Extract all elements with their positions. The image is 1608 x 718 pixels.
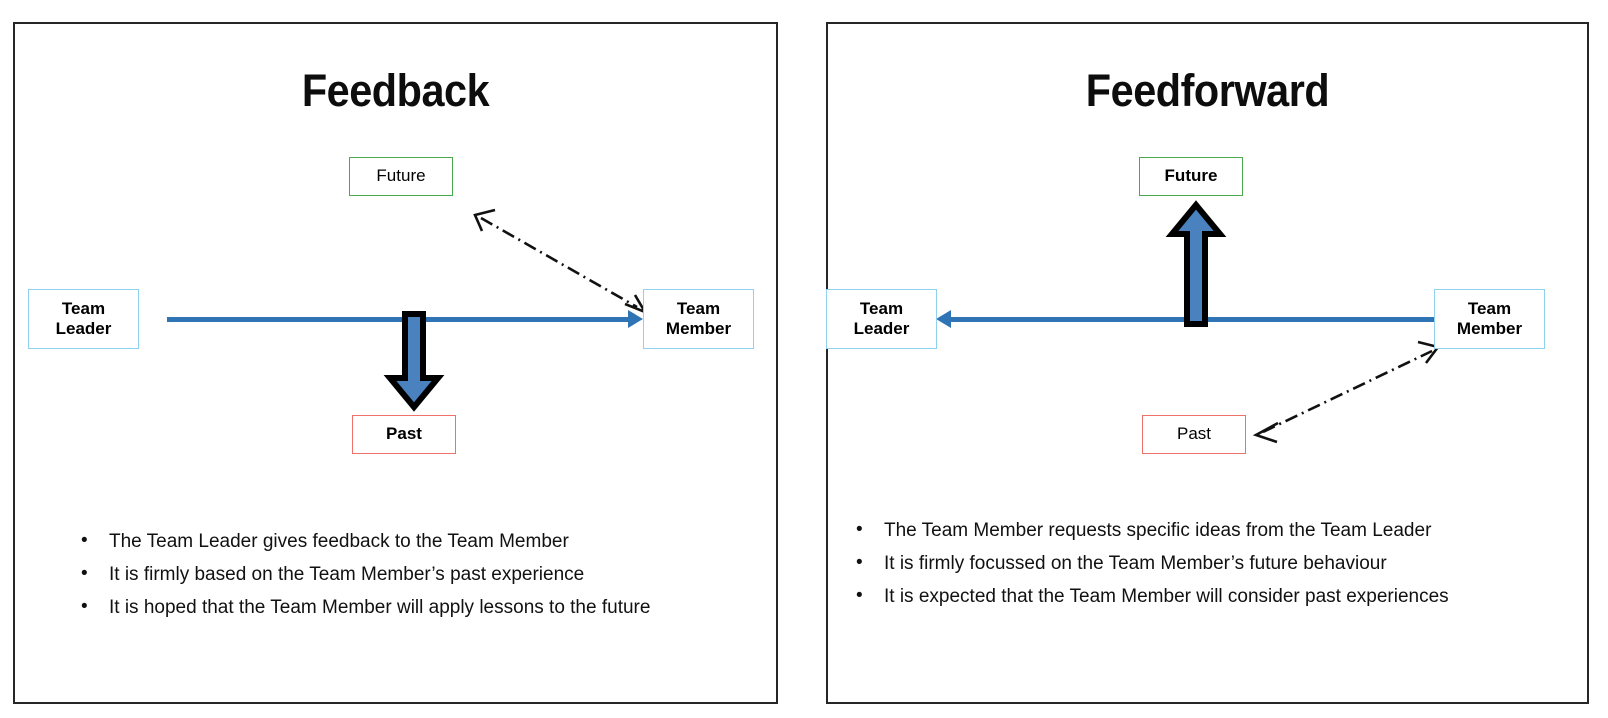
list-item: It is firmly based on the Team Member’s … (75, 564, 650, 584)
node-team-leader-right: Team Leader (826, 289, 937, 349)
node-future-left: Future (349, 157, 453, 196)
flow-arrow-leader-to-member-line (167, 317, 630, 322)
list-item: It is expected that the Team Member will… (850, 586, 1449, 606)
node-team-member-left-line1: Team (676, 298, 721, 318)
node-team-leader-right-line1: Team (859, 298, 904, 318)
node-future-right-label: Future (1164, 166, 1218, 186)
list-item: The Team Leader gives feedback to the Te… (75, 531, 650, 551)
node-future-left-label: Future (376, 166, 426, 186)
node-past-right-label: Past (1176, 424, 1212, 444)
list-item: It is hoped that the Team Member will ap… (75, 597, 650, 617)
node-past-right: Past (1142, 415, 1246, 454)
node-future-right: Future (1139, 157, 1243, 196)
node-team-member-left: Team Member (643, 289, 754, 349)
block-arrow-up-to-future (1165, 200, 1227, 327)
dashed-arrow-past-to-team-member (1242, 337, 1457, 447)
node-team-leader-right-line2: Leader (853, 319, 910, 338)
node-team-leader-left: Team Leader (28, 289, 139, 349)
list-item: It is firmly focussed on the Team Member… (850, 553, 1449, 573)
page-title-feedback: Feedback (301, 65, 490, 116)
node-past-left: Past (352, 415, 456, 454)
node-past-left-label: Past (386, 424, 422, 444)
node-team-member-left-line2: Member (665, 319, 732, 338)
list-item: The Team Member requests specific ideas … (850, 520, 1449, 540)
node-team-member-right-line1: Team (1467, 298, 1512, 318)
bullet-list-feedback: The Team Leader gives feedback to the Te… (75, 531, 650, 631)
panel-feedback: Feedback Future Past Team Leader Team Me… (13, 22, 778, 704)
node-team-leader-left-line2: Leader (55, 319, 112, 338)
panel-feedforward: Feedforward Future Past Team Leader Team… (826, 22, 1589, 704)
flow-arrow-leader-to-member-head (628, 310, 643, 328)
page-title-feedforward: Feedforward (1085, 65, 1330, 116)
node-team-member-right: Team Member (1434, 289, 1545, 349)
node-team-leader-left-line1: Team (61, 298, 106, 318)
bullet-list-feedforward: The Team Member requests specific ideas … (850, 520, 1449, 620)
block-arrow-down-to-past (383, 311, 445, 412)
node-team-member-right-line2: Member (1456, 319, 1523, 338)
flow-arrow-member-to-leader-head (936, 310, 951, 328)
